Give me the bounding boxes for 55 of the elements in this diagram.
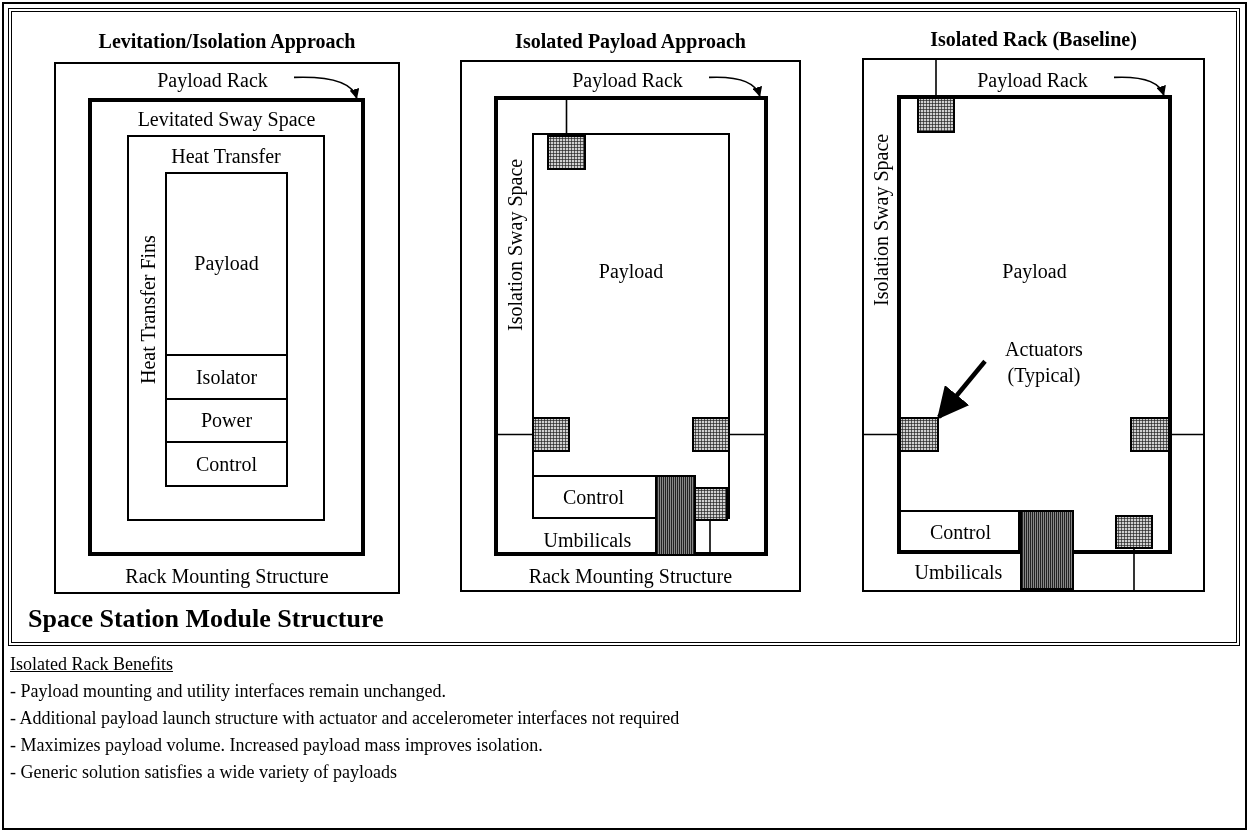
benefit-item: - Payload mounting and utility interfaces remain unchanged. [10, 680, 446, 703]
component-box [165, 441, 288, 487]
support-strut [935, 57, 937, 98]
component-label: Heat Transfer Fins [136, 234, 160, 387]
approach-title: Levitation/Isolation Approach [97, 29, 357, 54]
component-label: Control [194, 452, 259, 477]
payload-rack [494, 96, 768, 556]
actuator-block [917, 97, 955, 133]
payload-rack [88, 98, 365, 556]
section-heading: Isolated Rack Benefits [10, 653, 173, 676]
panel-label: Isolation Sway Space [869, 132, 894, 309]
callout-label: Actuators (Typical) [985, 336, 1103, 392]
component-box [165, 354, 288, 400]
leader-arrow [1113, 76, 1165, 96]
support-strut [861, 433, 900, 436]
actuator-block [532, 417, 570, 452]
actuator-block [899, 417, 939, 452]
leader-arrow [708, 76, 762, 97]
module-structure-frame [8, 8, 1240, 646]
panel-label: Rack Mounting Structure [124, 564, 330, 589]
component-label: Control [928, 520, 993, 545]
component-box [165, 398, 288, 443]
benefit-item: - Additional payload launch structure with actuator and accelerometer interfaces not required [10, 707, 680, 730]
benefit-item: - Maximizes payload volume. Increased payload mass improves isolation. [10, 734, 543, 757]
approach-title: Isolated Payload Approach [514, 29, 747, 54]
component-label: Heat Transfer [170, 144, 282, 169]
component-label: Payload [193, 251, 260, 276]
benefit-item: - Generic solution satisfies a wide variety of payloads [10, 761, 397, 784]
actuator-block [1115, 515, 1153, 549]
callout-label: Payload Rack [955, 67, 1110, 93]
approach-title: Isolated Rack (Baseline) [929, 27, 1138, 52]
frame-title: Space Station Module Structure [28, 603, 385, 635]
region-label: Umbilicals [542, 528, 633, 553]
callout-label: Payload Rack [135, 67, 290, 93]
component-box [127, 135, 325, 521]
region-label: Payload [1001, 259, 1068, 284]
leader-arrow [293, 76, 359, 99]
component-label: Power [199, 408, 254, 433]
panel-label: Rack Mounting Structure [527, 564, 734, 589]
actuator-block [1130, 417, 1170, 452]
umbilical-bar [655, 475, 696, 556]
actuator-block [547, 135, 586, 170]
callout-label: Payload Rack [550, 67, 705, 93]
component-label: Control [561, 485, 626, 510]
component-label: Isolator [194, 365, 259, 390]
support-strut [1169, 433, 1206, 436]
component-label: Payload [597, 259, 665, 284]
actuator-block [692, 417, 730, 452]
leader-arrow [937, 359, 987, 420]
payload-rack [897, 95, 1172, 554]
region-label: Levitated Sway Space [136, 107, 317, 132]
panel-label: Umbilicals [913, 560, 1004, 585]
region-label: Isolation Sway Space [503, 157, 528, 334]
umbilical-bar [1020, 510, 1074, 590]
component-box [165, 172, 288, 356]
